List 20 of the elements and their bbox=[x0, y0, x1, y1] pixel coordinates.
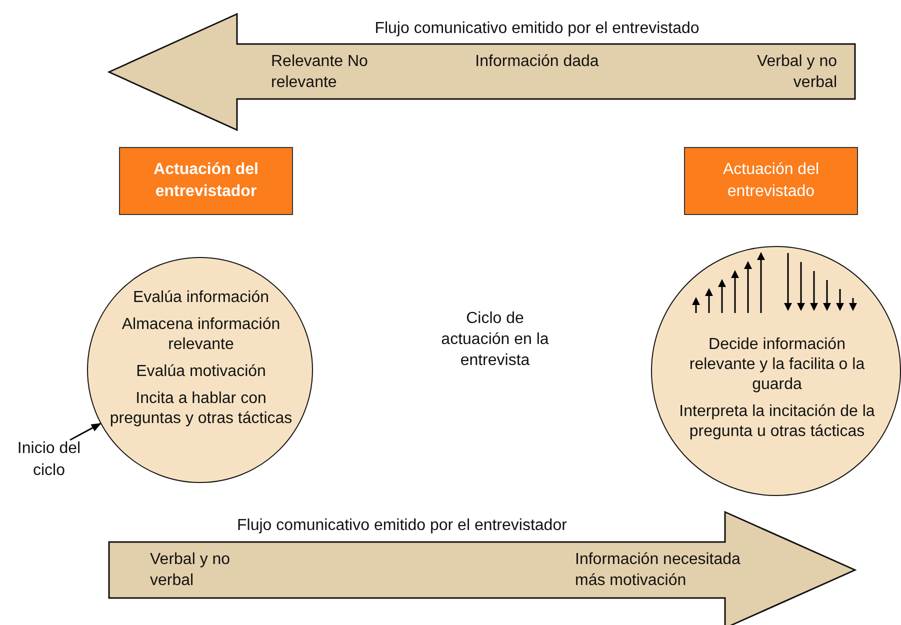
callout-text: Inicio del ciclo bbox=[16, 439, 82, 481]
arrow-text: Relevante No relevante bbox=[271, 52, 369, 93]
box-title: Actuación del entrevistador bbox=[152, 160, 260, 202]
arrow bbox=[70, 422, 102, 441]
circle-text: Decide información relevante y la facilita o la guarda bbox=[688, 335, 866, 395]
arrow-text: Verbal y no verbal bbox=[756, 52, 837, 93]
arrow-text: Información necesitada más motivación bbox=[575, 550, 742, 591]
arrow-heading: Flujo comunicativo emitido por el entrevistado bbox=[374, 19, 700, 39]
arrow-text: Verbal y no verbal bbox=[150, 550, 232, 591]
circle-text: Interpreta la incitación de la pregunta u otras tácticas bbox=[678, 402, 876, 442]
box-title: Actuación del entrevistado bbox=[722, 160, 820, 202]
arrow-text: Información dada bbox=[475, 52, 599, 72]
arrow-heading: Flujo comunicativo emitido por el entrevistador bbox=[237, 516, 568, 536]
center-label: Ciclo de actuación en la entrevista bbox=[440, 309, 550, 371]
role-box bbox=[684, 147, 858, 215]
circle-text: Almacena información relevante bbox=[120, 315, 282, 355]
role-box bbox=[119, 147, 293, 215]
circle-text: Evalúa motivación bbox=[135, 362, 267, 382]
circle-text: Evalúa información bbox=[132, 288, 270, 308]
circle-text: Incita a hablar con preguntas y otras tácticas bbox=[108, 389, 294, 429]
